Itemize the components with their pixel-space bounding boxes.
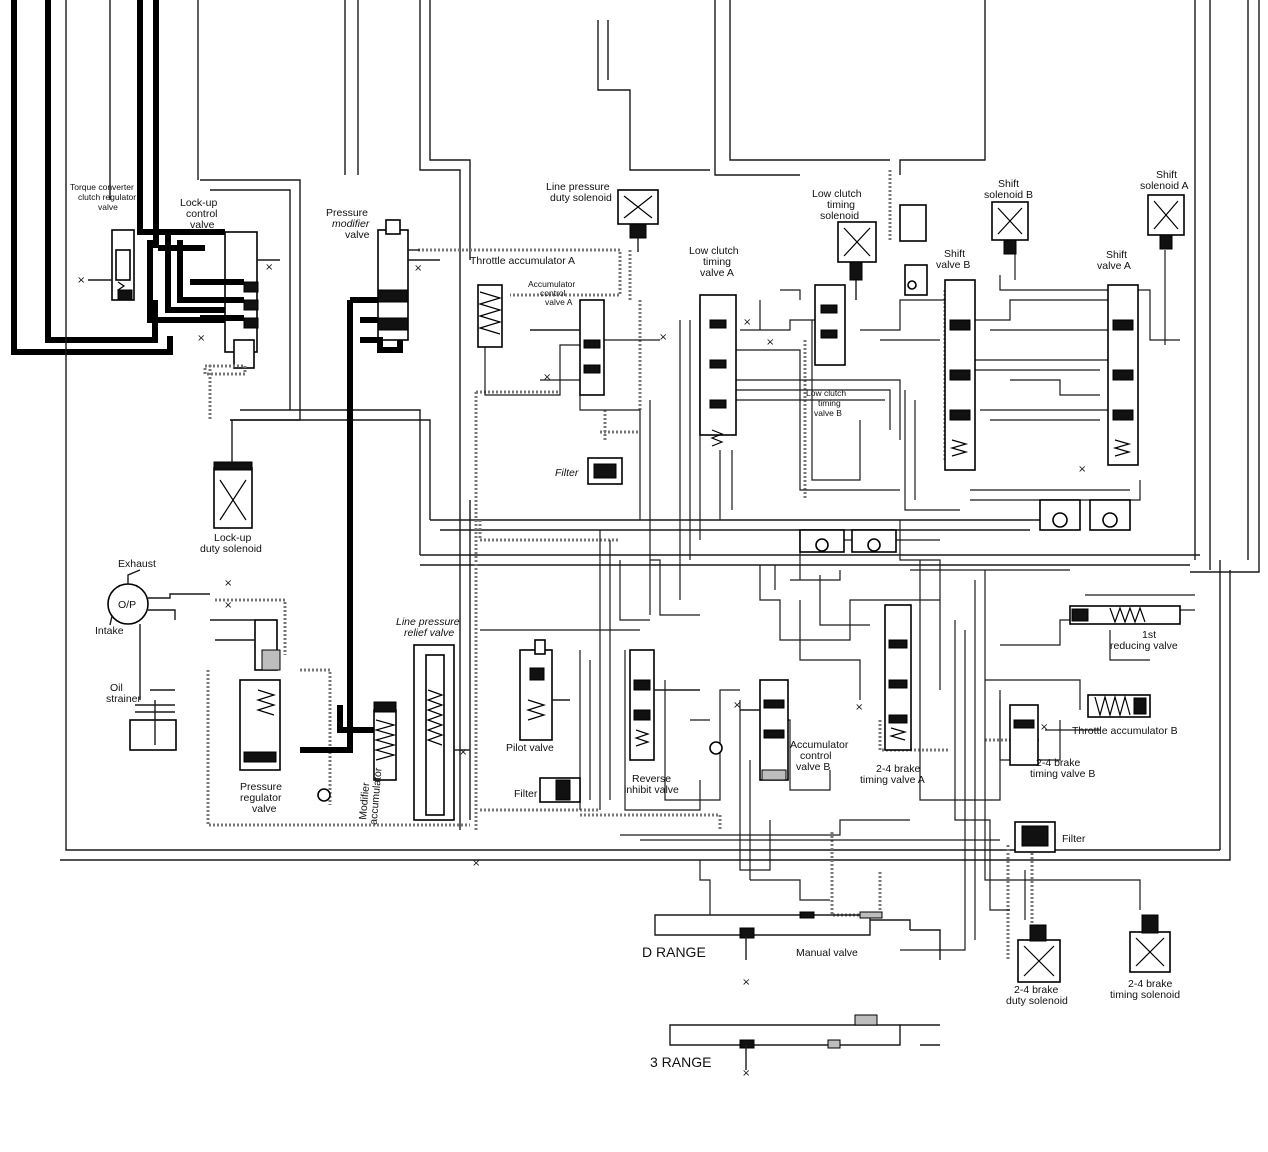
low-clutch-timing-solenoid: [837, 221, 877, 300]
filter-upper: [587, 457, 623, 485]
label-filter-lower: Filter: [1062, 833, 1086, 845]
svg-text:×: ×: [472, 858, 480, 869]
shift-solenoid-b: [991, 201, 1029, 255]
label-modifier-accumulator: Modifieraccumulator: [357, 766, 385, 825]
svg-text:×: ×: [265, 262, 273, 273]
reverse-inhibit-valve: [629, 649, 700, 761]
torque-converter-regulator-valve: [88, 229, 235, 323]
top-right-pipes: [597, 0, 1260, 573]
lock-up-duty-solenoid: [213, 420, 253, 529]
manual-valve-3-range: [669, 1014, 940, 1070]
modifier-accumulator: [373, 701, 397, 781]
svg-text:×: ×: [224, 600, 232, 611]
label-throttle-accumulator-b: Throttle accumulator B: [1072, 725, 1178, 737]
low-clutch-timing-valve-a: [699, 294, 737, 447]
2-4-brake-timing-valve-b: [1009, 704, 1039, 766]
label-filter-upper: Filter: [555, 467, 579, 479]
svg-text:×: ×: [743, 317, 751, 328]
label-3-range: 3 RANGE: [650, 1054, 711, 1070]
label-intake: Intake: [95, 625, 124, 637]
label-manual-valve: Manual valve: [796, 947, 858, 959]
filter-pilot: [539, 777, 581, 803]
svg-text:×: ×: [1040, 722, 1048, 733]
label-exhaust: Exhaust: [118, 558, 156, 570]
shift-valve-a: [1107, 284, 1139, 466]
accumulator-control-valve-b: [740, 679, 789, 781]
svg-text:×: ×: [766, 337, 774, 348]
lock-up-control-valve: [190, 229, 280, 376]
check-valves: [317, 204, 1131, 802]
oil-strainer: [129, 689, 177, 751]
shift-valve-b: [944, 279, 976, 471]
filter-lower: [1014, 821, 1056, 853]
line-pressure-relief-valve: [413, 644, 470, 821]
label-pilot-valve: Pilot valve: [506, 742, 554, 754]
accumulator-control-valve-a: [530, 299, 605, 396]
svg-text:×: ×: [1078, 464, 1086, 475]
label-d-range: D RANGE: [642, 944, 706, 960]
2-4-brake-duty-solenoid: [1017, 924, 1061, 983]
2-4-brake-timing-solenoid: [1129, 914, 1171, 973]
pressure-modifier-valve: [300, 219, 440, 753]
low-clutch-timing-valve-b: [814, 284, 846, 366]
svg-text:×: ×: [742, 1068, 750, 1079]
svg-text:×: ×: [197, 333, 205, 344]
svg-text:×: ×: [659, 332, 667, 343]
pressure-regulator-valve: [210, 619, 281, 771]
1st-reducing-valve: [1069, 605, 1181, 625]
label-throttle-accumulator-a: Throttle accumulator A: [470, 255, 575, 267]
throttle-accumulator-b: [1087, 694, 1151, 718]
label-op: O/P: [118, 599, 136, 611]
svg-text:×: ×: [742, 977, 750, 988]
exhaust-marks: × × × × × × × × × × × × × × × × × ×: [77, 262, 1086, 1079]
svg-text:×: ×: [459, 747, 467, 758]
svg-text:×: ×: [855, 702, 863, 713]
2-4-brake-timing-valve-a: [884, 604, 912, 751]
shift-solenoid-a: [1147, 194, 1185, 250]
svg-text:×: ×: [733, 700, 741, 711]
svg-text:×: ×: [77, 275, 85, 286]
svg-text:×: ×: [543, 372, 551, 383]
throttle-accumulator-a: [477, 284, 503, 348]
svg-text:×: ×: [414, 263, 422, 274]
main-valve-body-lines: [480, 240, 1195, 951]
line-pressure-duty-solenoid: [617, 189, 659, 252]
pilot-valve: [519, 639, 570, 741]
label-filter-pilot: Filter: [514, 788, 538, 800]
svg-text:×: ×: [224, 578, 232, 589]
oil-pump: [107, 569, 210, 700]
manual-valve-d-range: [654, 911, 941, 960]
